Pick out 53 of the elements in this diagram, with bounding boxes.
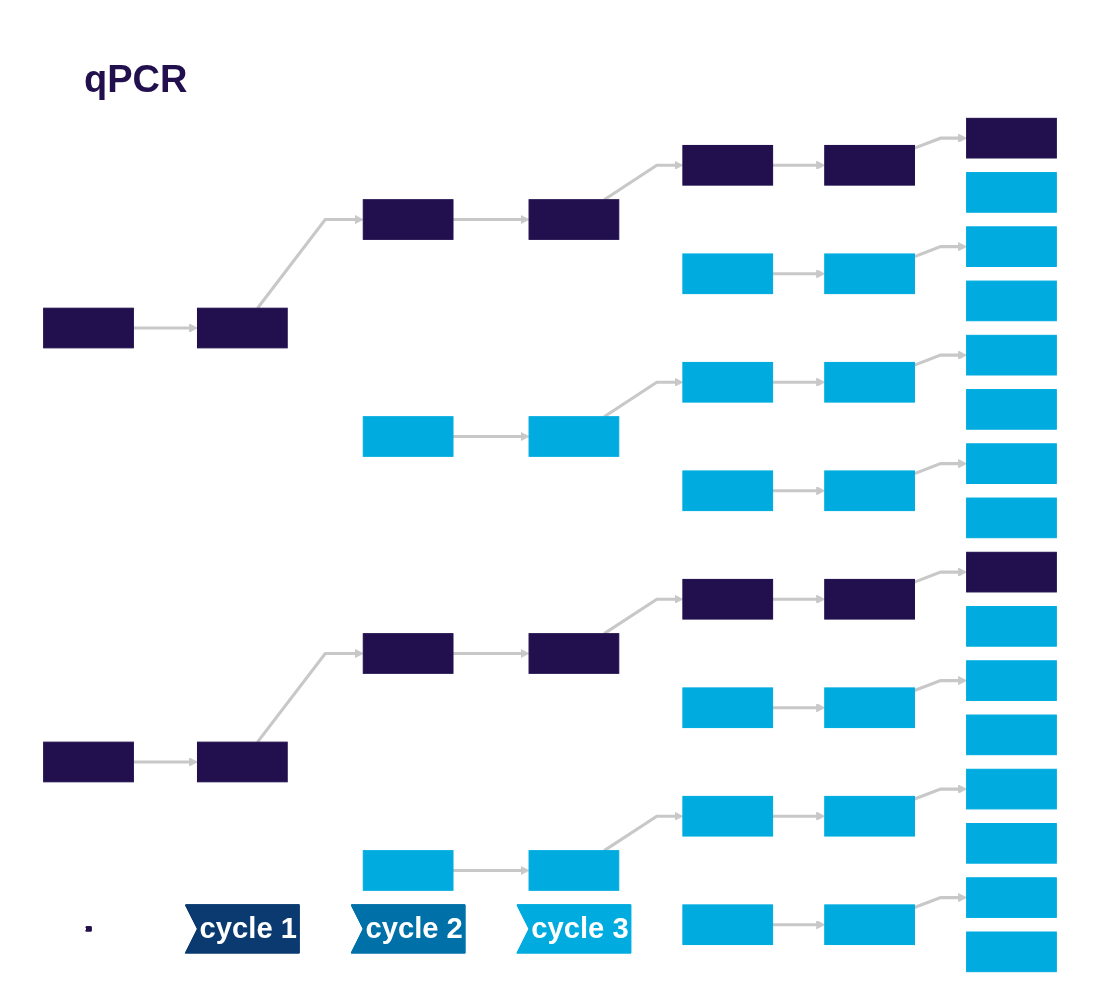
node-bar xyxy=(528,416,620,457)
node-bar xyxy=(682,361,774,403)
node-bar xyxy=(966,551,1057,593)
node-bar xyxy=(682,470,774,512)
node-bar xyxy=(362,416,454,457)
arrow xyxy=(453,865,530,876)
node-bar xyxy=(682,253,774,295)
arrow xyxy=(453,214,530,225)
node-bar xyxy=(528,850,620,891)
node-bar xyxy=(824,578,915,620)
arrow xyxy=(133,757,198,767)
node-bar xyxy=(966,226,1057,267)
node-bar xyxy=(682,144,774,186)
arrow xyxy=(453,431,530,442)
node-bar xyxy=(824,904,915,946)
arrow xyxy=(256,214,364,310)
node-bar xyxy=(824,361,915,403)
node-bar xyxy=(966,497,1057,539)
node-bar xyxy=(824,470,915,512)
node-bar xyxy=(682,578,774,620)
node-bar xyxy=(966,823,1057,864)
node-bar xyxy=(966,931,1057,973)
node-bar xyxy=(966,117,1057,159)
node-bar xyxy=(824,687,915,729)
node-bar xyxy=(966,172,1057,213)
node-bar xyxy=(682,687,774,729)
arrow xyxy=(256,648,364,744)
arrow xyxy=(453,648,530,659)
node-bar xyxy=(966,389,1057,430)
node-bar xyxy=(682,795,774,837)
node-bar xyxy=(966,606,1057,647)
node-bar xyxy=(966,877,1057,918)
arrow xyxy=(133,323,198,333)
node-bar xyxy=(196,741,288,783)
node-bar xyxy=(196,307,288,349)
node-bar xyxy=(362,633,454,674)
node-bar xyxy=(966,280,1057,322)
node-bar xyxy=(824,795,915,837)
node-bar xyxy=(824,144,915,186)
node-bar xyxy=(43,741,134,783)
node-bar xyxy=(966,768,1057,810)
node-bar xyxy=(966,334,1057,376)
node-bar xyxy=(362,850,454,891)
node-bar xyxy=(528,199,620,240)
diagram-title: qPCR xyxy=(84,58,188,101)
node-bar xyxy=(966,660,1057,701)
node-bar xyxy=(682,904,774,946)
node-bar xyxy=(824,253,915,295)
node-bar xyxy=(362,199,454,240)
node-bar xyxy=(528,633,620,674)
node-bar xyxy=(966,443,1057,484)
node-bar xyxy=(43,307,134,349)
node-bar xyxy=(966,714,1057,756)
